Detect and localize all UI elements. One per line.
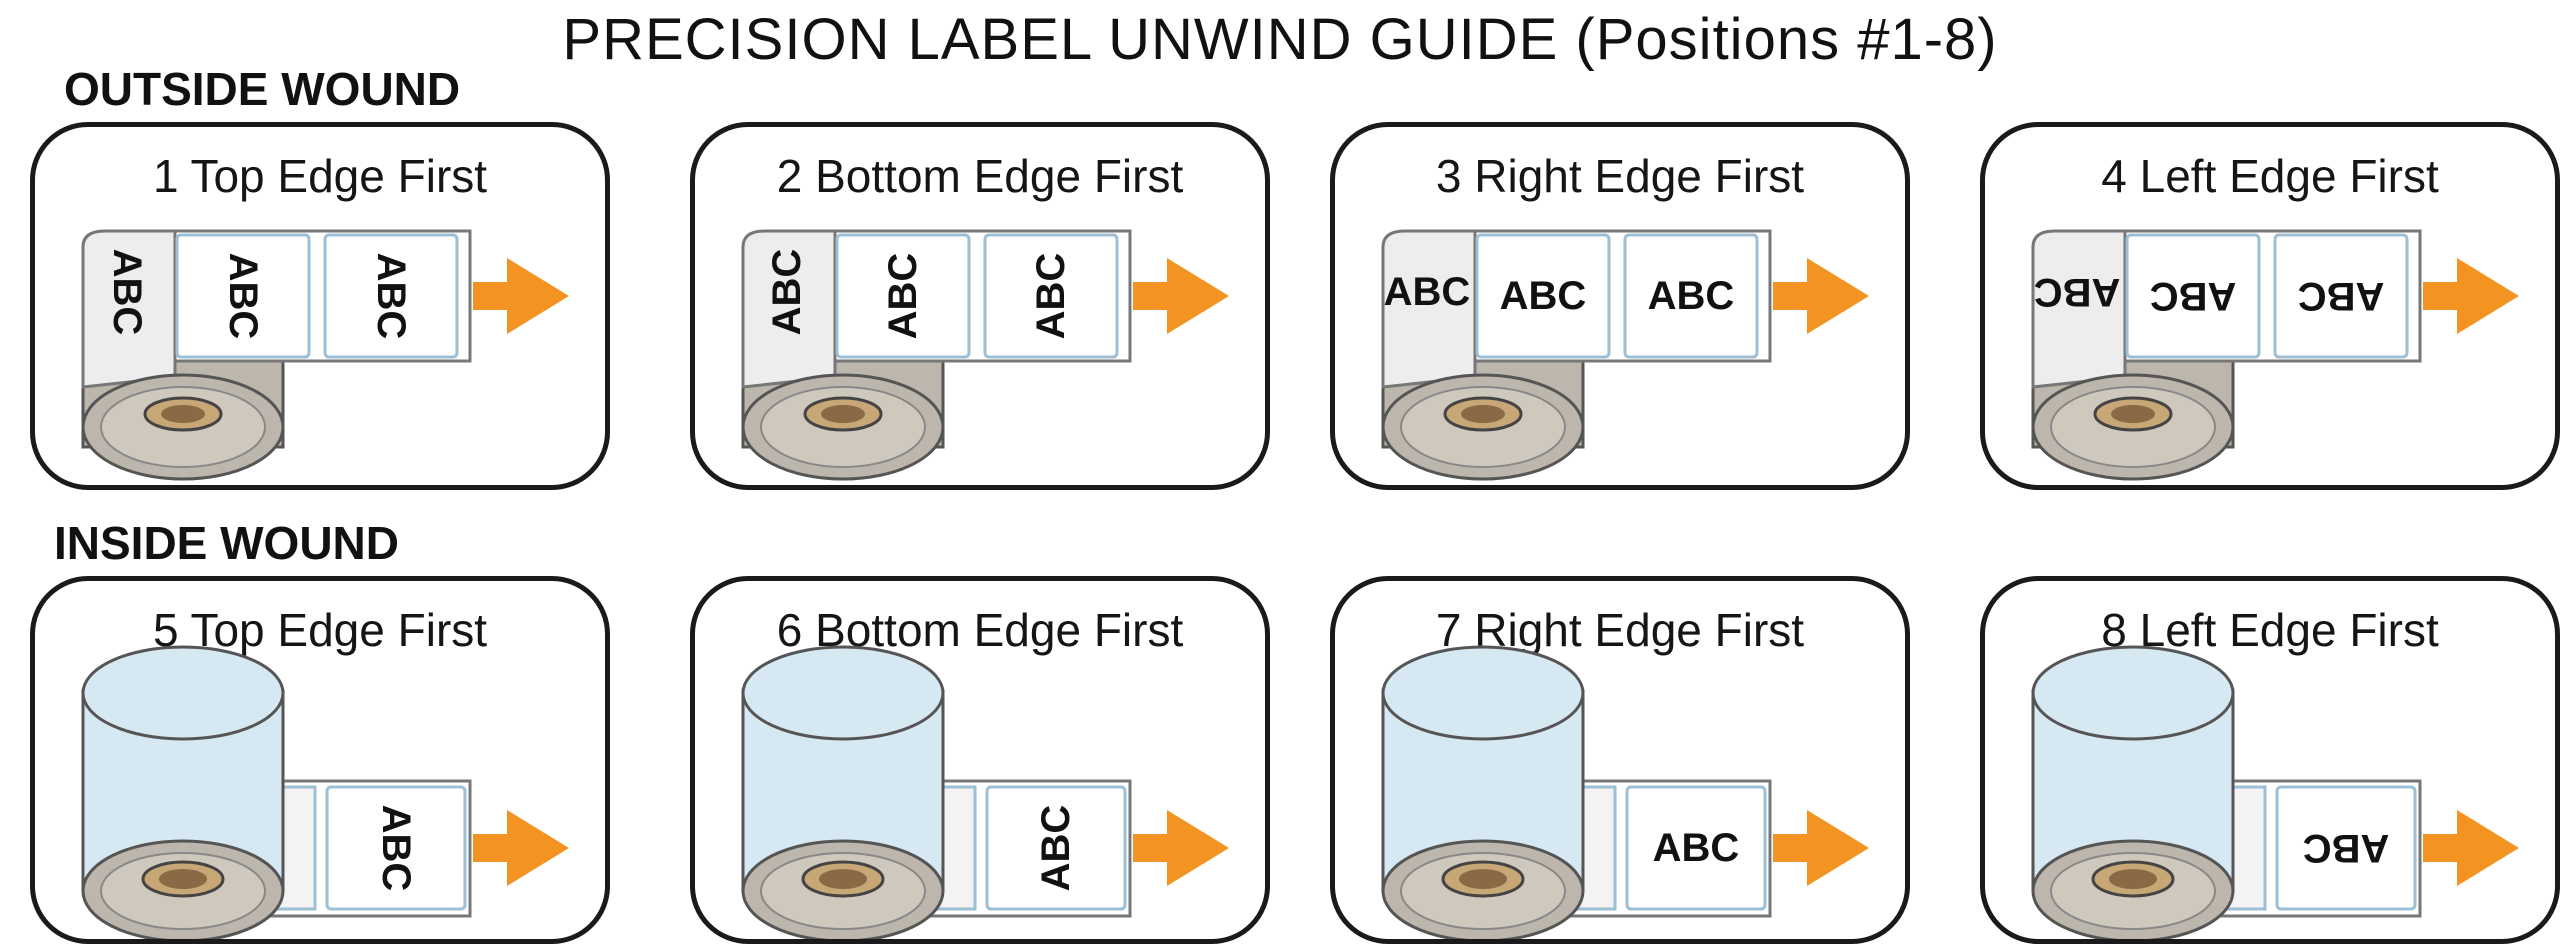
label-tile	[983, 233, 1119, 359]
label-tile	[2275, 785, 2417, 911]
label-tile	[1475, 233, 1611, 359]
label-tile	[323, 233, 459, 359]
roll-illustration: ABC ABC ABC	[1381, 229, 1869, 481]
label-tile	[175, 233, 311, 359]
position-title: 1 Top Edge First	[152, 150, 488, 202]
section-label-outside: OUTSIDE WOUND	[64, 63, 461, 115]
unwind-direction-arrow-icon	[2423, 810, 2519, 886]
label-tile	[2125, 233, 2261, 359]
roll-illustration: ABC ABC ABC	[741, 229, 1229, 481]
position-title: 3 Right Edge First	[1435, 150, 1805, 202]
label-tile	[1623, 233, 1759, 359]
label-text: ABC	[1029, 253, 1073, 340]
label-text: ABC	[369, 253, 413, 340]
unwind-direction-arrow-icon	[1773, 810, 1869, 886]
position-title: 2 Bottom Edge First	[776, 150, 1184, 202]
unwind-direction-arrow-icon	[473, 258, 569, 334]
roll-illustration: ABC	[2031, 645, 2519, 939]
label-text: ABC	[221, 253, 265, 340]
label-tile	[835, 233, 971, 359]
roll-illustration: ABC	[81, 645, 569, 939]
unwind-direction-arrow-icon	[2423, 258, 2519, 334]
label-tile	[1625, 785, 1767, 911]
label-text-on-roll: ABC	[765, 249, 809, 336]
label-text: ABC	[2298, 274, 2385, 318]
label-text: ABC	[1653, 826, 1740, 870]
unwind-direction-arrow-icon	[1133, 810, 1229, 886]
label-text: ABC	[881, 253, 925, 340]
roll-illustration: ABC	[1381, 645, 1869, 939]
label-text-on-roll: ABC	[105, 249, 149, 336]
unwind-direction-arrow-icon	[473, 810, 569, 886]
label-text: ABC	[1648, 274, 1735, 318]
label-text: ABC	[1500, 274, 1587, 318]
label-text-on-roll: ABC	[1384, 270, 1471, 314]
label-text-on-roll: ABC	[2034, 270, 2121, 314]
label-text: ABC	[374, 805, 418, 892]
roll-illustration: ABC	[741, 645, 1229, 939]
label-tile	[2273, 233, 2409, 359]
label-text: ABC	[1034, 805, 1078, 892]
roll-illustration: ABC ABC ABC	[81, 229, 569, 481]
guide-title: PRECISION LABEL UNWIND GUIDE (Positions …	[562, 7, 1998, 72]
roll-illustration: ABC ABC ABC	[2031, 229, 2519, 481]
position-title: 4 Left Edge First	[2101, 150, 2439, 202]
label-tile	[325, 785, 467, 911]
unwind-direction-arrow-icon	[1773, 258, 1869, 334]
label-text: ABC	[2303, 826, 2390, 870]
unwind-direction-arrow-icon	[1133, 258, 1229, 334]
label-text: ABC	[2150, 274, 2237, 318]
section-label-inside: INSIDE WOUND	[54, 517, 399, 569]
label-tile	[985, 785, 1127, 911]
